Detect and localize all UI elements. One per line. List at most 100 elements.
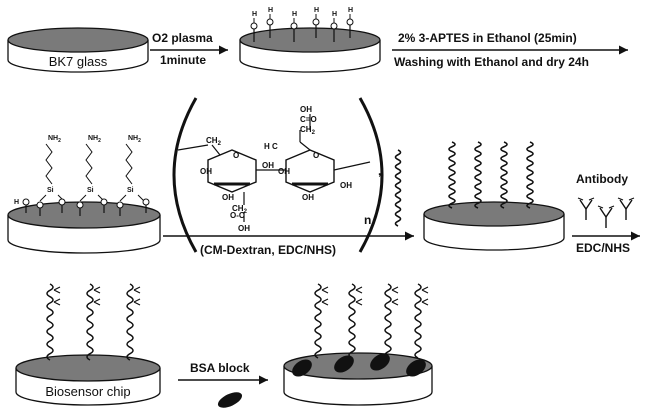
antibody-icon <box>617 197 635 220</box>
dextran-coated-disk <box>423 141 565 251</box>
antibody-coils <box>46 283 141 361</box>
oxygen-left: O <box>233 151 239 160</box>
antibody-fragment-icon <box>421 286 429 294</box>
surface-oxygen <box>100 198 108 213</box>
antibody-fragment-icon <box>355 286 363 294</box>
antibody-coil <box>414 283 422 359</box>
bsa-molecule <box>334 355 354 373</box>
hydroxyl-group: H <box>266 7 274 38</box>
ch2-label-top: CH2 <box>300 125 316 136</box>
dextran-coil <box>474 141 482 209</box>
surface-oxygen <box>142 198 150 213</box>
dextran-coil <box>394 149 402 227</box>
dextran-coils <box>448 141 534 209</box>
amine-label: NH2 <box>128 135 141 144</box>
hydrogen-label: H <box>348 7 353 14</box>
silicon-label: Si <box>127 187 134 194</box>
c-label: C <box>272 142 278 151</box>
oh-left-3: OH <box>262 161 274 170</box>
dextran-arrow: (CM-Dextran, EDC/NHS) <box>163 231 414 257</box>
antibody-label: Antibody <box>576 172 628 186</box>
bsa-molecule <box>292 359 312 377</box>
oh-right-2: OH <box>302 193 314 202</box>
hydrogen-label: H <box>292 11 297 18</box>
oc-label: O-C <box>230 211 245 220</box>
antibody-fragment-icon <box>53 298 61 306</box>
h-label: H <box>264 142 270 151</box>
bsa-label: BSA block <box>190 361 250 375</box>
antibody-fragment-icon <box>133 298 141 306</box>
antibody-coil <box>46 283 54 361</box>
oh-top: OH <box>300 105 312 114</box>
bk7-glass-disk: BK7 glass <box>7 27 149 73</box>
repeat-n: n <box>364 213 371 227</box>
blocked-chip-disk <box>283 283 433 406</box>
aptes-molecule: Si NH2 <box>39 135 65 202</box>
antibody-fragment-icon <box>321 286 329 294</box>
bsa-molecule-icon <box>217 392 243 408</box>
hydrogen-label: H <box>268 7 273 14</box>
aptes-molecule: Si NH2 <box>119 135 145 202</box>
aptes-molecule: Si NH2 <box>79 135 105 202</box>
antibody-icon <box>597 205 615 228</box>
antibody-fragment-icon <box>133 286 141 294</box>
amine-label: NH2 <box>48 135 61 144</box>
oh-right-1: OH <box>278 167 290 176</box>
cm-dextran-label: (CM-Dextran, EDC/NHS) <box>200 243 336 257</box>
antibody-fragment-icon <box>53 286 61 294</box>
bk7-glass-label: BK7 glass <box>49 54 108 69</box>
surface-oxygen <box>76 201 84 216</box>
antibody-coils-blocked <box>314 283 429 359</box>
hydrogen-label: H <box>14 199 19 206</box>
ch2-label-lower: CH2 <box>232 204 248 215</box>
antibody-coil <box>86 283 94 361</box>
surface-oxygen <box>36 201 44 216</box>
surface-oxygen <box>116 201 124 216</box>
antibody-fragment-icon <box>355 298 363 306</box>
aptes-label: 2% 3-APTES in Ethanol (25min) <box>398 31 577 45</box>
hydroxyl-group: H <box>330 11 338 42</box>
oh-right-3: OH <box>340 181 352 190</box>
aptes-arrow: 2% 3-APTES in Ethanol (25min) Washing wi… <box>392 31 628 69</box>
antibody-fragment-icon <box>421 298 429 306</box>
amine-label: NH2 <box>88 135 101 144</box>
surface-oxygen <box>58 198 66 213</box>
antibody-fragment-icon <box>93 286 101 294</box>
ch2-label-left: CH2 <box>206 136 222 147</box>
antibody-group: Antibody EDC/NHS <box>572 172 640 255</box>
biosensor-chip-disk: Biosensor chip <box>15 283 161 406</box>
silicon-label: Si <box>47 187 54 194</box>
hydroxyl-group: H <box>312 7 320 38</box>
edc-nhs-label: EDC/NHS <box>576 241 630 255</box>
antibody-icons <box>577 197 635 228</box>
antibody-fragment-icon <box>391 298 399 306</box>
bsa-molecule <box>406 359 426 377</box>
hydrogen-label: H <box>314 7 319 14</box>
hydrogen-label: H <box>332 11 337 18</box>
antibody-coil <box>126 283 134 361</box>
antibody-fragment-icon <box>391 286 399 294</box>
co-label: C=O <box>300 115 317 124</box>
dextran-coil <box>500 141 508 209</box>
hydroxyl-group: H <box>346 7 354 38</box>
silicon-label: Si <box>87 187 94 194</box>
bsa-arrow: BSA block <box>178 361 268 408</box>
hydroxyl-group: H <box>250 11 258 42</box>
biosensor-chip-label: Biosensor chip <box>45 384 130 399</box>
antibody-coil <box>348 283 356 359</box>
washing-label: Washing with Ethanol and dry 24h <box>394 55 589 69</box>
plasma-arrow: O2 plasma 1minute <box>150 31 228 67</box>
oh-left-1: OH <box>200 167 212 176</box>
antibody-fragment-icon <box>321 298 329 306</box>
antibody-fragment-icon <box>93 298 101 306</box>
dextran-coil <box>526 141 534 209</box>
antibody-icon <box>577 197 595 220</box>
antibody-coil <box>384 283 392 359</box>
antibody-coil <box>314 283 322 359</box>
hydrogen-label: H <box>252 11 257 18</box>
plasma-time-label: 1minute <box>160 53 206 67</box>
